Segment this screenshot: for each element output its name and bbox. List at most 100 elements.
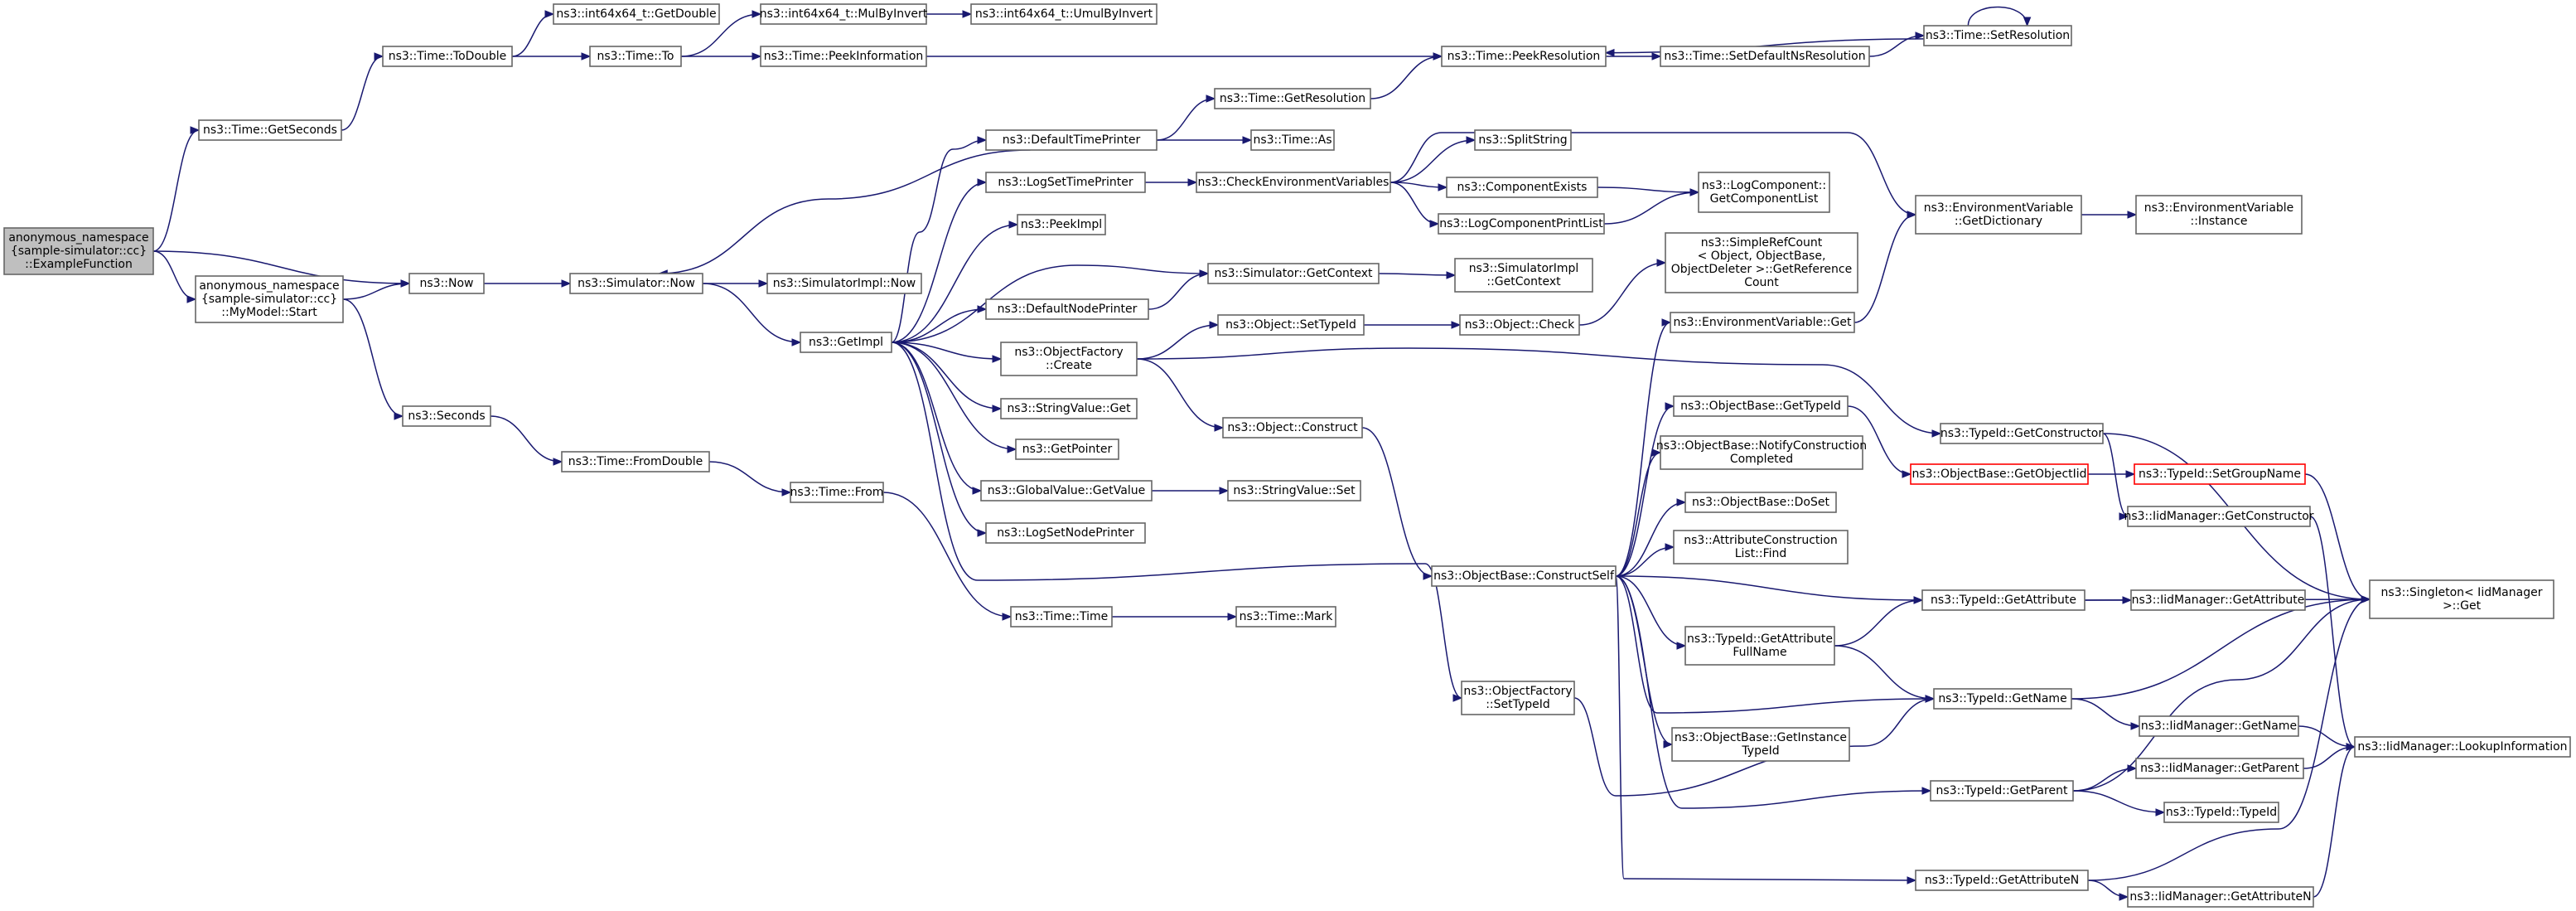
graph-node-singleton-get[interactable]: ns3::Singleton< IidManager>::Get: [2369, 579, 2554, 619]
node-label: GetComponentList: [1710, 192, 1819, 206]
graph-node-mymodel-start[interactable]: anonymous_namespace{sample-simulator::cc…: [195, 275, 344, 323]
graph-node-logcomponentprintlist[interactable]: ns3::LogComponentPrintList: [1438, 213, 1605, 235]
graph-node-mulbyinvert[interactable]: ns3::int64x64_t::MulByInvert: [760, 3, 928, 25]
edge-arrowhead: [544, 10, 555, 18]
graph-node-logsetnodeprinter[interactable]: ns3::LogSetNodePrinter: [985, 522, 1146, 544]
graph-node-checkenv[interactable]: ns3::CheckEnvironmentVariables: [1196, 172, 1391, 193]
graph-node-iidmanager-getconstructor[interactable]: ns3::IidManager::GetConstructor: [2124, 506, 2314, 527]
graph-node-objectbase-constructself[interactable]: ns3::ObjectBase::ConstructSelf: [1431, 565, 1617, 587]
edge-line: [891, 139, 987, 343]
graph-node-simplerefcount[interactable]: ns3::SimpleRefCount< Object, ObjectBase,…: [1665, 232, 1858, 293]
graph-node-objectbase-gettypeid[interactable]: ns3::ObjectBase::GetTypeId: [1673, 395, 1849, 417]
graph-node-envvar-get[interactable]: ns3::EnvironmentVariable::Get: [1670, 312, 1855, 333]
graph-node-logsettimeprinter[interactable]: ns3::LogSetTimePrinter: [985, 172, 1146, 193]
graph-node-time-mark[interactable]: ns3::Time::Mark: [1235, 606, 1336, 628]
graph-node-sim-now[interactable]: ns3::Simulator::Now: [569, 273, 703, 294]
graph-node-typeid-setgroupname[interactable]: ns3::TypeId::SetGroupName: [2134, 463, 2306, 485]
edge-line: [891, 342, 1002, 360]
edge-getimpl-to-logsettimeprinter: [891, 178, 988, 343]
edge-objectbase-constructself-to-objectbase-notify: [1615, 448, 1662, 577]
node-label: ns3::GlobalValue::GetValue: [988, 484, 1145, 497]
graph-node-time-time[interactable]: ns3::Time::Time: [1010, 606, 1113, 628]
node-box: [2135, 195, 2303, 235]
graph-node-iidmanager-getattribute[interactable]: ns3::IidManager::GetAttribute: [2130, 589, 2306, 611]
graph-node-todouble[interactable]: ns3::Time::ToDouble: [382, 46, 513, 67]
graph-node-peekimpl[interactable]: ns3::PeekImpl: [1017, 214, 1106, 235]
edge-objectfactory-settypeid-to-typeid-getname: [1573, 695, 1936, 797]
graph-node-typeid-getname[interactable]: ns3::TypeId::GetName: [1933, 688, 2072, 710]
node-box: [402, 405, 491, 427]
node-label: ::MyModel::Start: [221, 306, 317, 319]
node-box: [569, 273, 703, 294]
graph-node-peekresolution[interactable]: ns3::Time::PeekResolution: [1441, 46, 1607, 67]
node-box: [2134, 463, 2306, 485]
graph-node-time-from[interactable]: ns3::Time::From: [790, 482, 884, 503]
graph-node-defaulttimeprinter[interactable]: ns3::DefaultTimePrinter: [985, 129, 1158, 151]
edge-line: [1615, 322, 1671, 577]
edge-line: [341, 56, 384, 131]
graph-node-iidmanager-getparent[interactable]: ns3::IidManager::GetParent: [2135, 758, 2304, 779]
node-box: [800, 332, 892, 353]
graph-node-simimpl-getcontext[interactable]: ns3::SimulatorImpl::GetContext: [1454, 258, 1593, 293]
graph-node-peekinformation[interactable]: ns3::Time::PeekInformation: [760, 46, 927, 67]
node-label: ns3::DefaultTimePrinter: [1003, 133, 1141, 147]
graph-node-int-getdouble[interactable]: ns3::int64x64_t::GetDouble: [553, 3, 720, 25]
graph-node-objectfactory-create[interactable]: ns3::ObjectFactory::Create: [1000, 342, 1138, 376]
graph-node-time-to[interactable]: ns3::Time::To: [589, 46, 682, 67]
graph-node-simimpl-now[interactable]: ns3::SimulatorImpl::Now: [766, 273, 922, 294]
graph-node-getpointer[interactable]: ns3::GetPointer: [1015, 439, 1119, 460]
node-label: >::Get: [2443, 599, 2482, 613]
graph-node-now[interactable]: ns3::Now: [408, 273, 485, 294]
graph-node-objectbase-getobjectiid[interactable]: ns3::ObjectBase::GetObjectIid: [1910, 463, 2089, 485]
graph-node-fromdouble[interactable]: ns3::Time::FromDouble: [561, 451, 710, 472]
graph-node-setdefaultns[interactable]: ns3::Time::SetDefaultNsResolution: [1660, 46, 1870, 67]
graph-node-objectbase-doset[interactable]: ns3::ObjectBase::DoSet: [1684, 492, 1837, 513]
graph-node-iidmanager-lookupinformation[interactable]: ns3::IidManager::LookupInformation: [2354, 736, 2571, 758]
graph-node-componentexists[interactable]: ns3::ComponentExists: [1446, 177, 1598, 198]
node-box: [1227, 480, 1361, 502]
graph-node-stringvalue-set[interactable]: ns3::StringValue::Set: [1227, 480, 1361, 502]
graph-node-envvar-instance[interactable]: ns3::EnvironmentVariable::Instance: [2135, 195, 2303, 235]
graph-node-object-construct[interactable]: ns3::Object::Construct: [1222, 417, 1363, 439]
edge-line: [1389, 139, 1476, 183]
graph-node-time-as[interactable]: ns3::Time::As: [1250, 129, 1335, 151]
graph-node-time-getresolution[interactable]: ns3::Time::GetResolution: [1214, 88, 1371, 109]
edge-arrowhead: [1429, 220, 1440, 228]
node-box: [1214, 88, 1371, 109]
graph-node-stringvalue-get[interactable]: ns3::StringValue::Get: [1000, 398, 1138, 419]
graph-node-objectfactory-settypeid[interactable]: ns3::ObjectFactory::SetTypeId: [1461, 681, 1575, 715]
edge-arrowhead: [1219, 487, 1230, 495]
graph-node-objectbase-notify[interactable]: ns3::ObjectBase::NotifyConstructionCompl…: [1656, 435, 1867, 470]
graph-node-getimpl[interactable]: ns3::GetImpl: [800, 332, 892, 353]
graph-node-splitstring[interactable]: ns3::SplitString: [1474, 129, 1572, 151]
graph-node-typeid-getparent[interactable]: ns3::TypeId::GetParent: [1930, 780, 2074, 802]
graph-node-iidmanager-getname[interactable]: ns3::IidManager::GetName: [2139, 715, 2299, 737]
graph-node-defaultnodeprinter[interactable]: ns3::DefaultNodePrinter: [985, 298, 1149, 320]
node-box: [1660, 46, 1870, 67]
graph-node-getcomponentlist[interactable]: ns3::LogComponent::GetComponentList: [1698, 172, 1830, 213]
edge-line: [152, 129, 200, 252]
graph-node-sim-getcontext[interactable]: ns3::Simulator::GetContext: [1207, 263, 1380, 284]
graph-node-globalvalue-getvalue[interactable]: ns3::GlobalValue::GetValue: [980, 480, 1153, 502]
graph-node-setresolution[interactable]: ns3::Time::SetResolution: [1923, 25, 2072, 46]
node-label: ns3::LogComponent::: [1702, 179, 1826, 192]
graph-node-typeid-getattribute[interactable]: ns3::TypeId::GetAttribute: [1921, 589, 2085, 611]
edge-arrowhead: [1689, 188, 1700, 196]
graph-node-umulbyinvert[interactable]: ns3::int64x64_t::UmulByInvert: [970, 3, 1158, 25]
graph-node-object-settypeid[interactable]: ns3::Object::SetTypeId: [1217, 314, 1365, 336]
edge-line: [152, 250, 410, 284]
graph-node-root[interactable]: anonymous_namespace{sample-simulator::cc…: [3, 227, 154, 275]
graph-node-typeid-getconstructor[interactable]: ns3::TypeId::GetConstructor: [1940, 423, 2104, 444]
graph-node-object-check[interactable]: ns3::Object::Check: [1459, 314, 1580, 336]
graph-node-seconds[interactable]: ns3::Seconds: [402, 405, 491, 427]
graph-node-envvar-getdictionary[interactable]: ns3::EnvironmentVariable::GetDictionary: [1915, 195, 2082, 235]
graph-node-getseconds[interactable]: ns3::Time::GetSeconds: [198, 119, 342, 141]
graph-node-typeid-getattributen[interactable]: ns3::TypeId::GetAttributeN: [1915, 870, 2089, 891]
graph-node-iidmanager-getattributen[interactable]: ns3::IidManager::GetAttributeN: [2127, 886, 2314, 908]
edge-checkenv-to-logcomponentprintlist: [1389, 182, 1440, 228]
edge-object-check-to-simplerefcount: [1578, 259, 1667, 326]
graph-node-typeid-typeid[interactable]: ns3::TypeId::TypeId: [2163, 802, 2279, 823]
